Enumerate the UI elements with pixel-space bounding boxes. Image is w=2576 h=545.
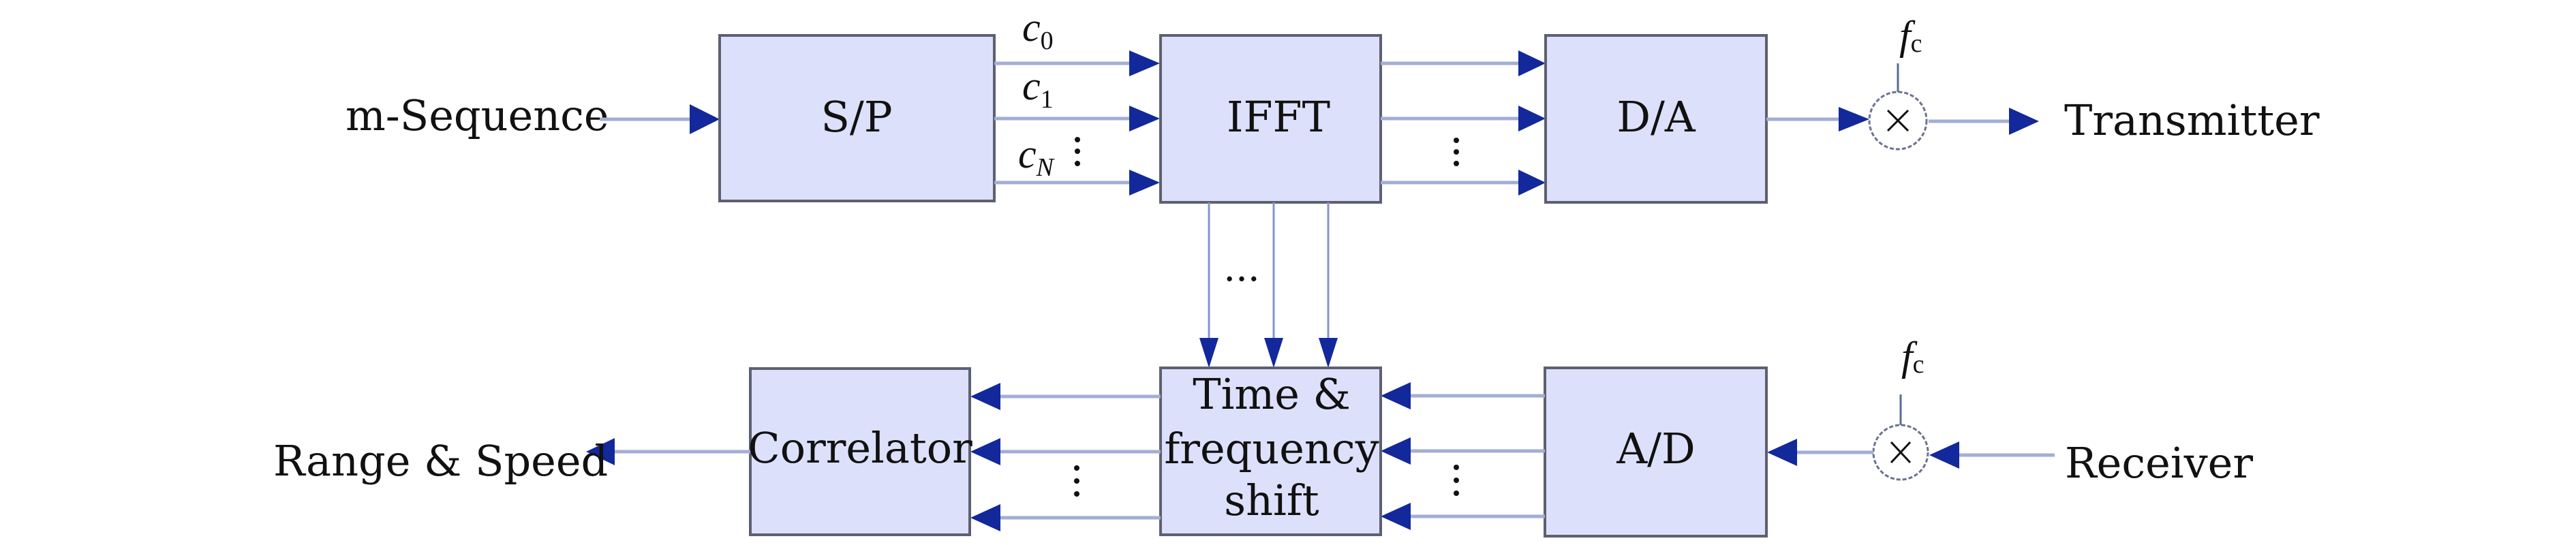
mixer-transmitter-arrowhead	[2009, 108, 2039, 135]
sp-label: S/P	[821, 92, 892, 142]
tf-label-line-2: frequency	[1164, 424, 1379, 473]
tx-mixer	[1868, 91, 1928, 151]
vertical-ellipsis-ifft-da	[1454, 138, 1459, 166]
ifft-da-arrowhead-3	[1518, 170, 1546, 196]
time-frequency-shift-block: Time & frequency shift	[1159, 367, 1382, 536]
receiver-label: Receiver	[2065, 438, 2253, 488]
ifft-tf-arrowhead-2	[1264, 338, 1283, 368]
subcarrier-label-c1: c1	[1022, 63, 1054, 114]
range-speed-label: Range & Speed	[273, 436, 608, 486]
m-sequence-arrowhead	[690, 104, 720, 134]
sp-ifft-arrowhead-c0	[1129, 50, 1160, 76]
horizontal-ellipsis-ifft-tf: ...	[1223, 246, 1259, 290]
ifft-da-arrowhead-1	[1518, 50, 1546, 76]
da-label: D/A	[1616, 92, 1696, 142]
correlator-label: Correlator	[748, 423, 972, 473]
subcarrier-label-cn: cN	[1018, 131, 1056, 182]
da-mixer-arrowhead	[1839, 107, 1869, 131]
sp-ifft-arrowhead-cn	[1129, 170, 1160, 196]
subcarrier-label-c0: c0	[1022, 5, 1054, 55]
ifft-label: IFFT	[1227, 92, 1330, 142]
ad-tf-arrowhead-2	[1381, 437, 1411, 465]
transmitter-label: Transmitter	[2064, 95, 2320, 145]
mixer-ad-arrowhead	[1767, 439, 1797, 466]
da-block: D/A	[1544, 34, 1768, 204]
sp-block: S/P	[718, 34, 996, 202]
ifft-box	[1159, 34, 1382, 204]
tf-correlator-arrowhead-3	[970, 504, 1000, 531]
rx-mixer	[1872, 424, 1929, 481]
correlator-block: Correlator	[748, 367, 972, 536]
time-frequency-shift-box	[1159, 367, 1382, 536]
tf-label-line-3: shift	[1224, 476, 1319, 525]
vertical-ellipsis-ad-tf	[1454, 465, 1459, 496]
ifft-tf-arrowhead-3	[1319, 338, 1338, 368]
vertical-ellipsis-sp-ifft	[1075, 137, 1080, 166]
correlator-output-arrowhead	[586, 438, 615, 465]
tf-correlator-arrowhead-1	[970, 383, 1000, 410]
rx-carrier-label: fc	[1901, 334, 1925, 379]
sp-ifft-arrowhead-c1	[1129, 106, 1160, 131]
ad-tf-arrowhead-3	[1381, 503, 1411, 530]
ad-block: A/D	[1544, 367, 1768, 538]
ifft-block: IFFT	[1159, 34, 1382, 204]
tf-correlator-arrowhead-2	[970, 438, 1000, 465]
ad-tf-arrowhead-1	[1381, 382, 1411, 409]
ifft-da-arrowhead-2	[1518, 106, 1546, 131]
da-box	[1544, 34, 1768, 204]
receiver-mixer-arrowhead	[1929, 441, 1959, 469]
tx-carrier-label: fc	[1899, 13, 1922, 58]
ifft-tf-arrowhead-1	[1199, 338, 1218, 368]
vertical-ellipsis-tf-correlator	[1074, 465, 1079, 497]
correlator-box	[749, 367, 971, 536]
m-sequence-label: m-Sequence	[346, 91, 609, 140]
ad-label: A/D	[1616, 424, 1695, 473]
tf-label-line-1: Time &	[1193, 369, 1351, 419]
